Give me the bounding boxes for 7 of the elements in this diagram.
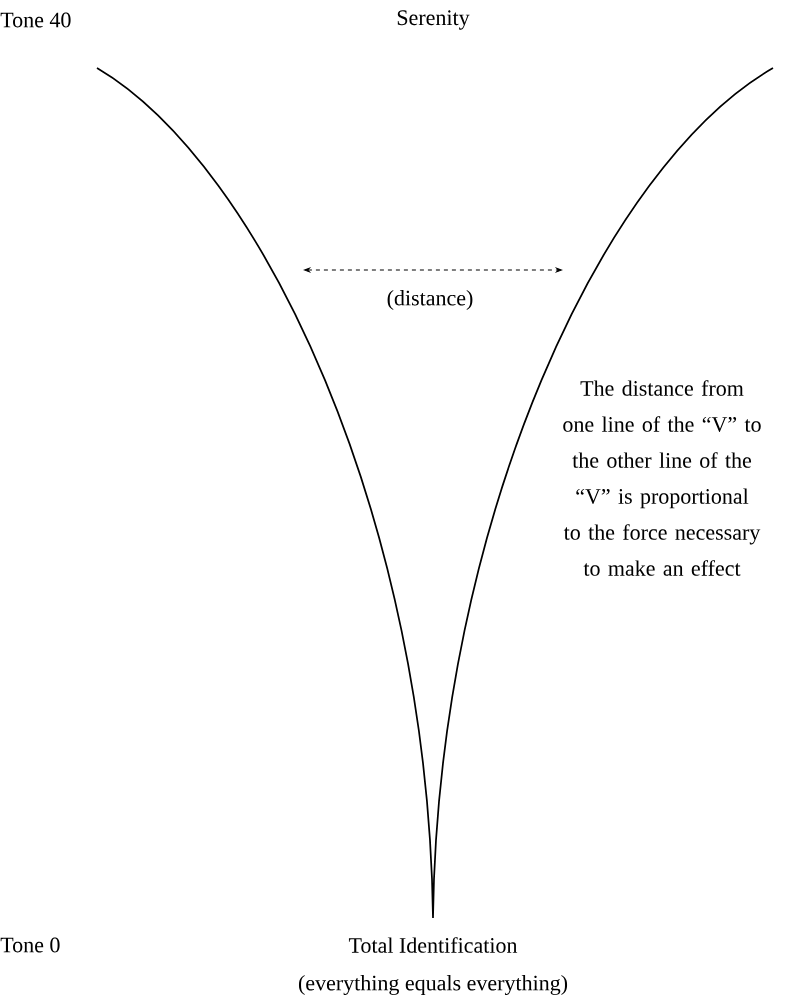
dimension-label: (distance) — [387, 290, 473, 310]
axis-label: Serenity — [397, 10, 470, 30]
note-text: The distance from one line of the “V” to the other line of the “V” is proportional to the force necessary to make an effect — [563, 380, 761, 576]
axis-label: (everything equals everything) — [298, 975, 568, 995]
axis-label: Total Identification — [348, 937, 518, 953]
axis-label: Tone 40 — [0, 12, 71, 28]
axis-label: Tone 0 — [0, 937, 60, 953]
